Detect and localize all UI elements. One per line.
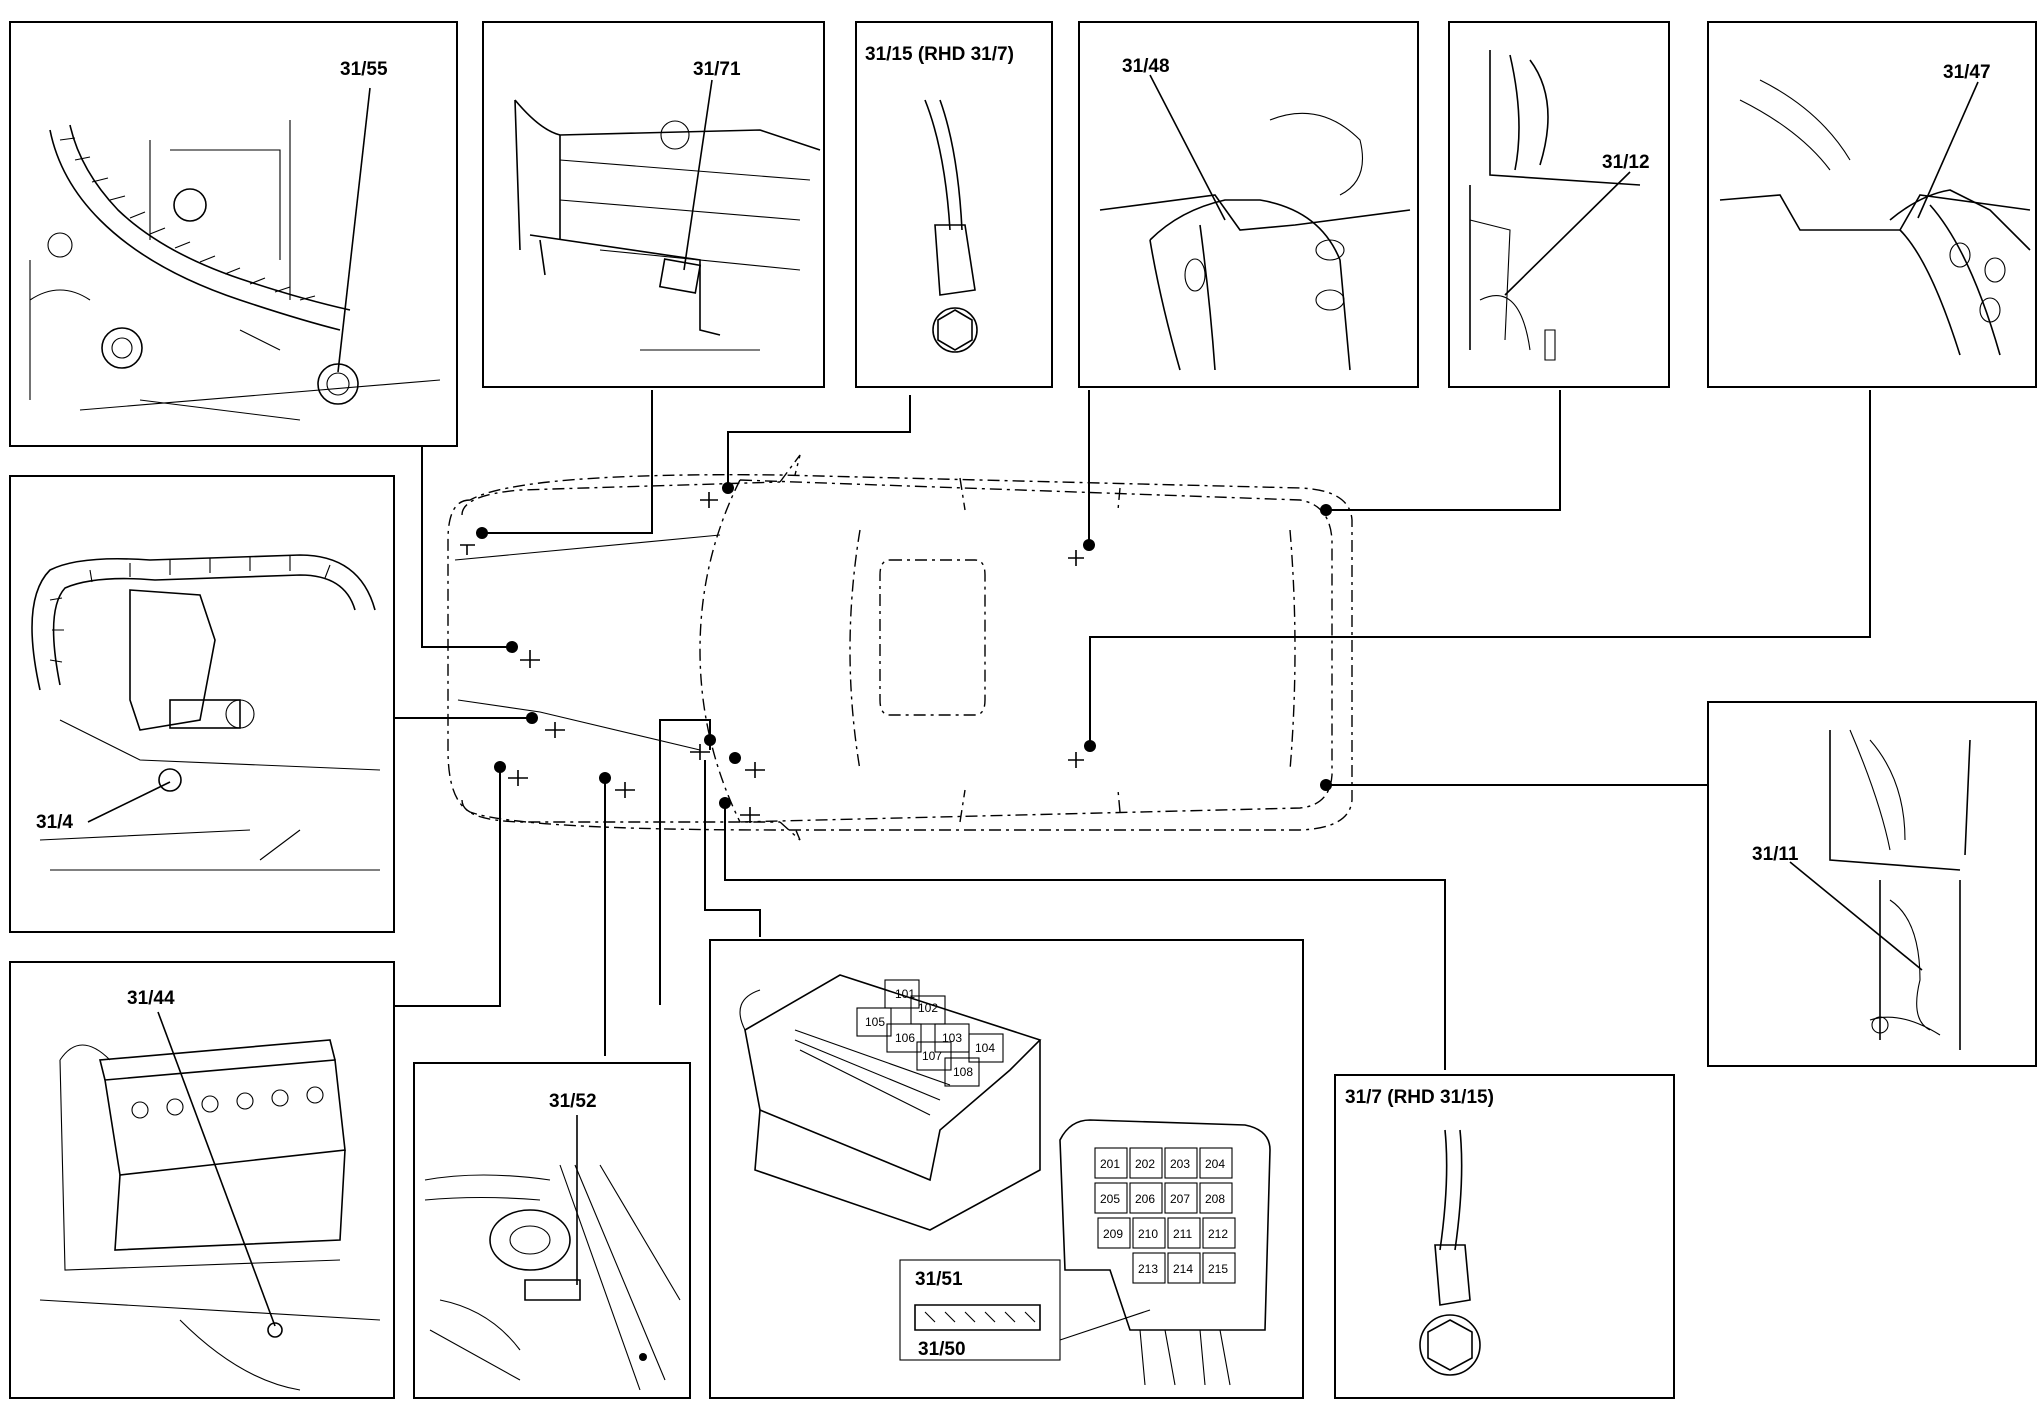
- panel-31-7: 31/7 (RHD 31/15): [1334, 1074, 1675, 1399]
- label-31-7: 31/7 (RHD 31/15): [1345, 1087, 1494, 1108]
- relay-201: 201: [1100, 1157, 1120, 1171]
- panel-31-71: 31/71: [482, 21, 825, 388]
- panel-31-12: 31/12: [1448, 21, 1670, 388]
- relay-212: 212: [1208, 1227, 1228, 1241]
- relay-108: 108: [953, 1065, 973, 1079]
- label-31-55: 31/55: [340, 59, 388, 80]
- panel-31-44: 31/44: [9, 961, 395, 1399]
- label-31-52: 31/52: [549, 1091, 597, 1112]
- relay-211: 211: [1173, 1227, 1192, 1241]
- car-top-view: [447, 454, 1353, 841]
- relay-214: 214: [1173, 1262, 1193, 1276]
- relay-207: 207: [1170, 1192, 1190, 1206]
- relay-box-1: 101 102 105 106 103 107 104 108: [856, 979, 1004, 1087]
- panel-relay-boxes: 101 102 105 106 103 107 104 108: [709, 939, 1304, 1399]
- relay-205: 205: [1100, 1192, 1120, 1206]
- relay-202: 202: [1135, 1157, 1155, 1171]
- connector-wires: [391, 390, 1871, 1070]
- label-31-11: 31/11: [1752, 844, 1799, 865]
- panel-31-47: 31/47: [1707, 21, 2037, 388]
- relay-104: 104: [975, 1041, 995, 1055]
- relay-box-2: 201 202 203 204 205 206 207 208 209 210 …: [1094, 1147, 1236, 1284]
- panel-31-11: 31/11: [1707, 701, 2037, 1067]
- panel-31-48: 31/48: [1078, 21, 1419, 388]
- label-31-48: 31/48: [1122, 56, 1170, 77]
- relay-206: 206: [1135, 1192, 1155, 1206]
- label-31-44: 31/44: [127, 988, 175, 1009]
- label-31-12: 31/12: [1602, 152, 1650, 173]
- relay-208: 208: [1205, 1192, 1225, 1206]
- label-31-4: 31/4: [36, 812, 73, 833]
- panel-31-52: 31/52: [413, 1062, 691, 1399]
- ground-markers: [460, 482, 1332, 823]
- panel-31-4: 31/4: [9, 475, 395, 933]
- relay-103: 103: [942, 1031, 962, 1045]
- relay-101: 101: [895, 987, 915, 1001]
- relay-215: 215: [1208, 1262, 1228, 1276]
- relay-213: 213: [1138, 1262, 1158, 1276]
- relay-106: 106: [895, 1031, 915, 1045]
- relay-204: 204: [1205, 1157, 1225, 1171]
- panel-31-15: 31/15 (RHD 31/7): [855, 21, 1053, 388]
- label-31-51: 31/51: [915, 1269, 963, 1290]
- relay-107: 107: [922, 1049, 942, 1063]
- label-31-71: 31/71: [693, 59, 741, 80]
- label-31-15: 31/15 (RHD 31/7): [865, 44, 1014, 65]
- panel-31-55: 31/55: [9, 21, 458, 447]
- relay-105: 105: [865, 1015, 885, 1029]
- label-31-47: 31/47: [1943, 62, 1991, 83]
- relay-210: 210: [1138, 1227, 1158, 1241]
- relay-209: 209: [1103, 1227, 1123, 1241]
- label-31-50: 31/50: [918, 1339, 966, 1360]
- relay-203: 203: [1170, 1157, 1190, 1171]
- relay-102: 102: [918, 1001, 938, 1015]
